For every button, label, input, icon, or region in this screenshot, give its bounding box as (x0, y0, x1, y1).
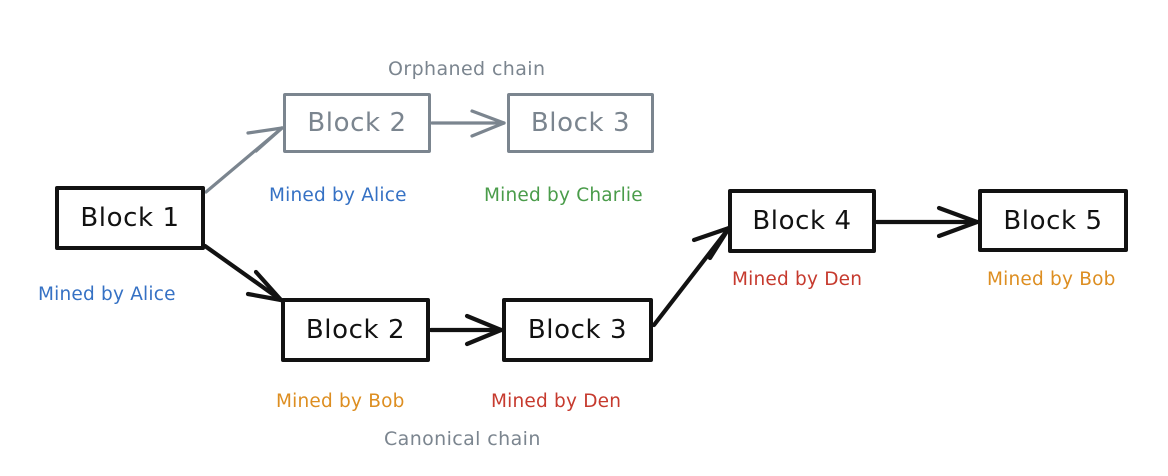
miner-label-orphan-block-3: Mined by Charlie (484, 185, 643, 206)
canonical-chain-note: Canonical chain (384, 428, 541, 450)
block-label: Block 5 (1003, 205, 1103, 236)
miner-label-block-1: Mined by Alice (38, 284, 176, 305)
miner-label-canon-block-3: Mined by Den (491, 391, 622, 412)
miner-label-block-5: Mined by Bob (987, 269, 1116, 290)
miner-label-block-4: Mined by Den (732, 269, 863, 290)
block-label: Block 4 (752, 206, 852, 236)
arrow-block1-to-orphan-block2 (204, 126, 284, 194)
block-label: Block 2 (305, 315, 406, 345)
block-orphan-block-2[interactable]: Block 2 (283, 93, 431, 153)
arrow-block1-to-canon-block2 (202, 243, 284, 303)
arrow-orphan-block2-to-orphan-block3 (430, 109, 506, 138)
block-canon-block-2[interactable]: Block 2 (281, 298, 430, 362)
block-label: Block 3 (530, 108, 631, 138)
arrow-canon-block2-to-canon-block3 (428, 313, 504, 347)
miner-label-orphan-block-2: Mined by Alice (269, 185, 407, 206)
block-orphan-block-3[interactable]: Block 3 (507, 93, 654, 153)
block-block-4[interactable]: Block 4 (728, 189, 876, 253)
block-block-1[interactable]: Block 1 (55, 186, 205, 250)
block-block-5[interactable]: Block 5 (978, 189, 1128, 252)
block-label: Block 2 (307, 108, 407, 138)
block-canon-block-3[interactable]: Block 3 (502, 298, 653, 362)
miner-label-canon-block-2: Mined by Bob (276, 391, 405, 412)
block-label: Block 3 (527, 315, 628, 345)
block-label: Block 1 (80, 203, 180, 233)
arrow-block4-to-block5 (874, 205, 980, 239)
orphaned-chain-note: Orphaned chain (388, 58, 546, 80)
arrow-canon-block3-to-block4 (651, 225, 732, 328)
